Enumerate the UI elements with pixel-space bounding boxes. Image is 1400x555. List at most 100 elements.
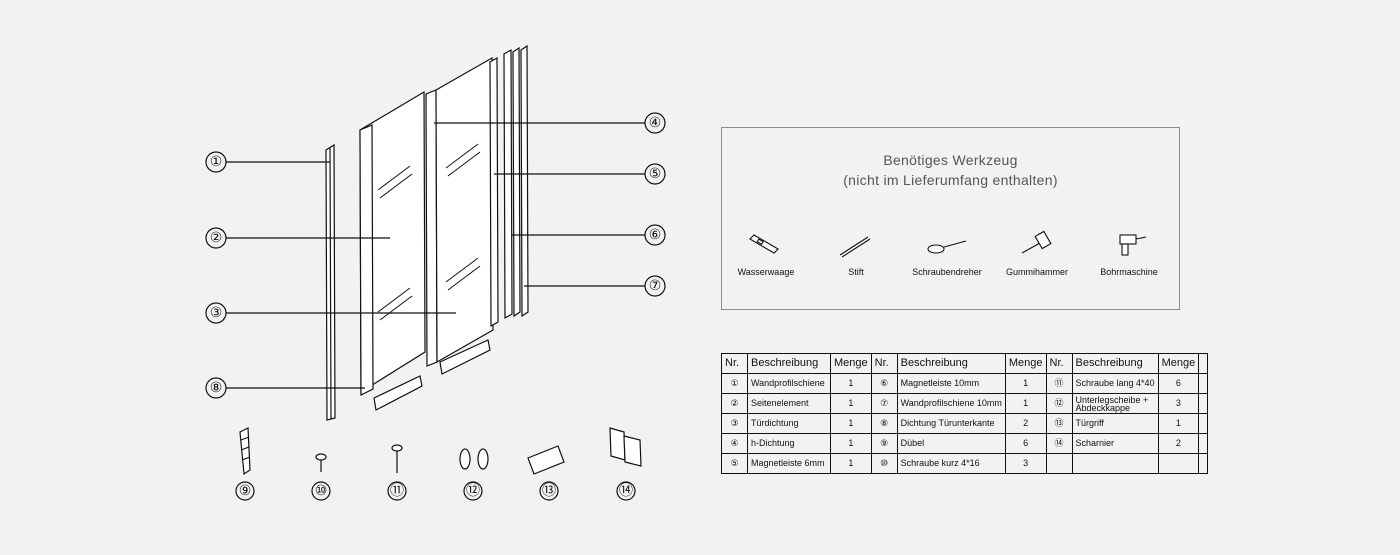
part-desc-cell: Unterlegscheibe + Abdeckkappe — [1071, 393, 1159, 414]
callout-11: ⑪ — [390, 483, 404, 499]
screwdriver-icon — [927, 240, 967, 254]
callout-2: ② — [210, 230, 223, 246]
header-nr: Nr. — [721, 353, 748, 374]
part-qty-cell: 1 — [1004, 373, 1047, 394]
part-nr-cell: ⑩ — [870, 453, 898, 474]
part-nr-cell: ⑤ — [721, 453, 748, 474]
part-desc-cell: Dübel — [896, 433, 1006, 454]
callout-1: ① — [210, 154, 223, 170]
part-desc-cell: Scharnier — [1071, 433, 1159, 454]
part-desc-cell: Dichtung Türunterkante — [896, 413, 1006, 434]
part-nr-cell: ④ — [721, 433, 748, 454]
part-qty-cell: 1 — [830, 393, 872, 414]
part-desc-cell: Magnetleiste 10mm — [896, 373, 1006, 394]
part-qty-cell — [1157, 453, 1200, 474]
tool-label-stift: Stift — [848, 267, 864, 277]
part-nr-cell: ⑧ — [870, 413, 898, 434]
part-desc-cell: Magnetleiste 6mm — [747, 453, 831, 474]
part-desc-cell: Seitenelement — [747, 393, 831, 414]
callout-14: ⑭ — [619, 483, 633, 499]
part-desc-cell: Wandprofilschiene — [747, 373, 831, 394]
part-nr-cell: ② — [721, 393, 748, 414]
header-nr: Nr. — [870, 353, 898, 374]
part-desc-cell: Schraube kurz 4*16 — [896, 453, 1006, 474]
header-qty: Menge — [830, 353, 872, 374]
part-desc-cell: Wandprofilschiene 10mm — [896, 393, 1006, 414]
part-qty-cell: 1 — [1004, 393, 1047, 414]
part-door-panel — [425, 56, 494, 367]
callout-9: ⑨ — [239, 483, 252, 499]
part-nr-cell: ⑦ — [870, 393, 898, 414]
tool-label-gummihammer: Gummihammer — [1005, 267, 1068, 277]
table-edge — [1198, 353, 1209, 374]
tools-title: Benötiges Werkzeug — [883, 152, 1018, 168]
part-nr-cell: ⑭ — [1045, 433, 1073, 454]
tool-label-schraubendreher: Schraubendreher — [912, 267, 982, 277]
callout-12: ⑫ — [466, 483, 480, 499]
door-handle-icon — [527, 445, 565, 475]
table-edge — [1198, 373, 1209, 394]
callout-4: ④ — [649, 115, 662, 131]
washer-cap-icon — [459, 448, 489, 470]
part-magnetic-strips — [489, 44, 529, 328]
part-desc-cell: h-Dichtung — [747, 433, 831, 454]
part-desc-cell: Türdichtung — [747, 413, 831, 434]
table-edge — [1198, 433, 1209, 454]
table-edge — [1198, 393, 1209, 414]
header-desc: Beschreibung — [896, 353, 1006, 374]
part-qty-cell: 3 — [1004, 453, 1047, 474]
header-desc: Beschreibung — [1071, 353, 1159, 374]
part-qty-cell: 1 — [1157, 413, 1200, 434]
callout-8: ⑧ — [210, 380, 223, 396]
pencil-icon — [839, 236, 871, 258]
part-nr-cell: ⑪ — [1045, 373, 1073, 394]
callout-5: ⑤ — [649, 166, 662, 182]
parts-table-header: Nr. Beschreibung Menge Nr. Beschreibung … — [721, 353, 1209, 374]
callout-10: ⑩ — [315, 483, 328, 499]
tool-icons — [749, 230, 1147, 258]
parts-table: Nr. Beschreibung Menge Nr. Beschreibung … — [721, 353, 1209, 474]
drill-icon — [1119, 234, 1147, 256]
part-bottom-seals — [373, 339, 491, 411]
part-qty-cell: 1 — [830, 373, 872, 394]
part-nr-cell: ① — [721, 373, 748, 394]
tool-label-wasserwaage: Wasserwaage — [737, 267, 795, 277]
short-screw-icon — [315, 453, 327, 472]
part-qty-cell: 3 — [1157, 393, 1200, 414]
part-nr-cell: ⑨ — [870, 433, 898, 454]
table-edge — [1198, 453, 1209, 474]
part-nr-cell: ③ — [721, 413, 748, 434]
part-desc-cell — [1071, 453, 1159, 474]
header-nr: Nr. — [1045, 353, 1073, 374]
table-edge — [1198, 413, 1209, 434]
part-nr-cell: ⑫ — [1045, 393, 1073, 414]
hinge-icon — [609, 427, 642, 467]
part-qty-cell: 1 — [830, 453, 872, 474]
part-qty-cell: 6 — [1157, 373, 1200, 394]
callout-13: ⑬ — [542, 483, 556, 499]
tools-box: Benötiges Werkzeug (nicht im Lieferumfan… — [721, 127, 1180, 310]
part-nr-cell — [1045, 453, 1073, 474]
header-qty: Menge — [1157, 353, 1200, 374]
spirit-level-icon — [749, 234, 779, 254]
part-qty-cell: 2 — [1157, 433, 1200, 454]
tool-label-bohrmaschine: Bohrmaschine — [1100, 267, 1158, 277]
long-screw-icon — [391, 444, 403, 473]
part-qty-cell: 6 — [1004, 433, 1047, 454]
callout-6: ⑥ — [649, 227, 662, 243]
callout-7: ⑦ — [649, 278, 662, 294]
part-qty-cell: 1 — [830, 433, 872, 454]
part-wall-profile-rail — [325, 143, 336, 421]
part-qty-cell: 1 — [830, 413, 872, 434]
part-nr-cell: ⑬ — [1045, 413, 1073, 434]
header-desc: Beschreibung — [747, 353, 831, 374]
part-qty-cell: 2 — [1004, 413, 1047, 434]
part-desc-cell: Türgriff — [1071, 413, 1159, 434]
tools-subtitle: (nicht im Lieferumfang enthalten) — [843, 172, 1058, 188]
